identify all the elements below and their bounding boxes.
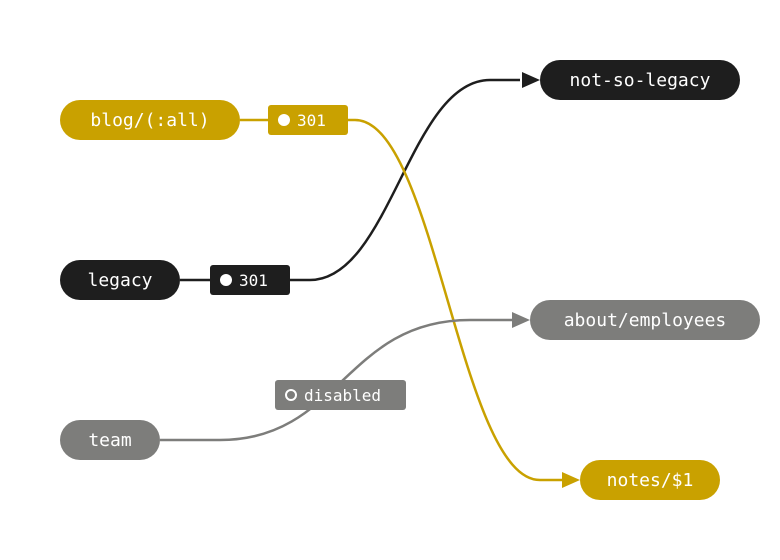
node-notes[interactable]: notes/$1 [580, 460, 720, 500]
node-team[interactable]: team [60, 420, 160, 460]
node-about-employees[interactable]: about/employees [530, 300, 760, 340]
badge-legacy-redirect-label: 301 [239, 270, 268, 290]
arrowhead-about-employees-icon [512, 312, 530, 328]
node-blog-label: blog/(:all) [90, 109, 210, 131]
status-dot-icon [278, 114, 290, 126]
badge-legacy-redirect[interactable]: 301 [210, 265, 290, 295]
node-not-so-legacy-label: not-so-legacy [569, 69, 711, 91]
node-legacy-label: legacy [87, 269, 153, 291]
arrowhead-not-so-legacy-icon [522, 72, 540, 88]
badge-team-redirect[interactable]: disabled [275, 380, 406, 410]
node-about-employees-label: about/employees [563, 309, 727, 331]
node-blog[interactable]: blog/(:all) [60, 100, 240, 140]
badge-team-redirect-label: disabled [304, 385, 382, 405]
node-not-so-legacy[interactable]: not-so-legacy [540, 60, 740, 100]
badge-blog-redirect-label: 301 [297, 110, 326, 130]
node-legacy[interactable]: legacy [60, 260, 180, 300]
edge-blog-to-notes [240, 118, 562, 482]
edge-legacy-to-not-so-legacy [180, 78, 520, 282]
node-team-label: team [88, 429, 132, 451]
disabled-dot-icon [285, 389, 297, 401]
node-notes-label: notes/$1 [606, 469, 694, 491]
badge-blog-redirect[interactable]: 301 [268, 105, 348, 135]
status-dot-icon [220, 274, 232, 286]
arrowhead-notes-icon [562, 472, 580, 488]
